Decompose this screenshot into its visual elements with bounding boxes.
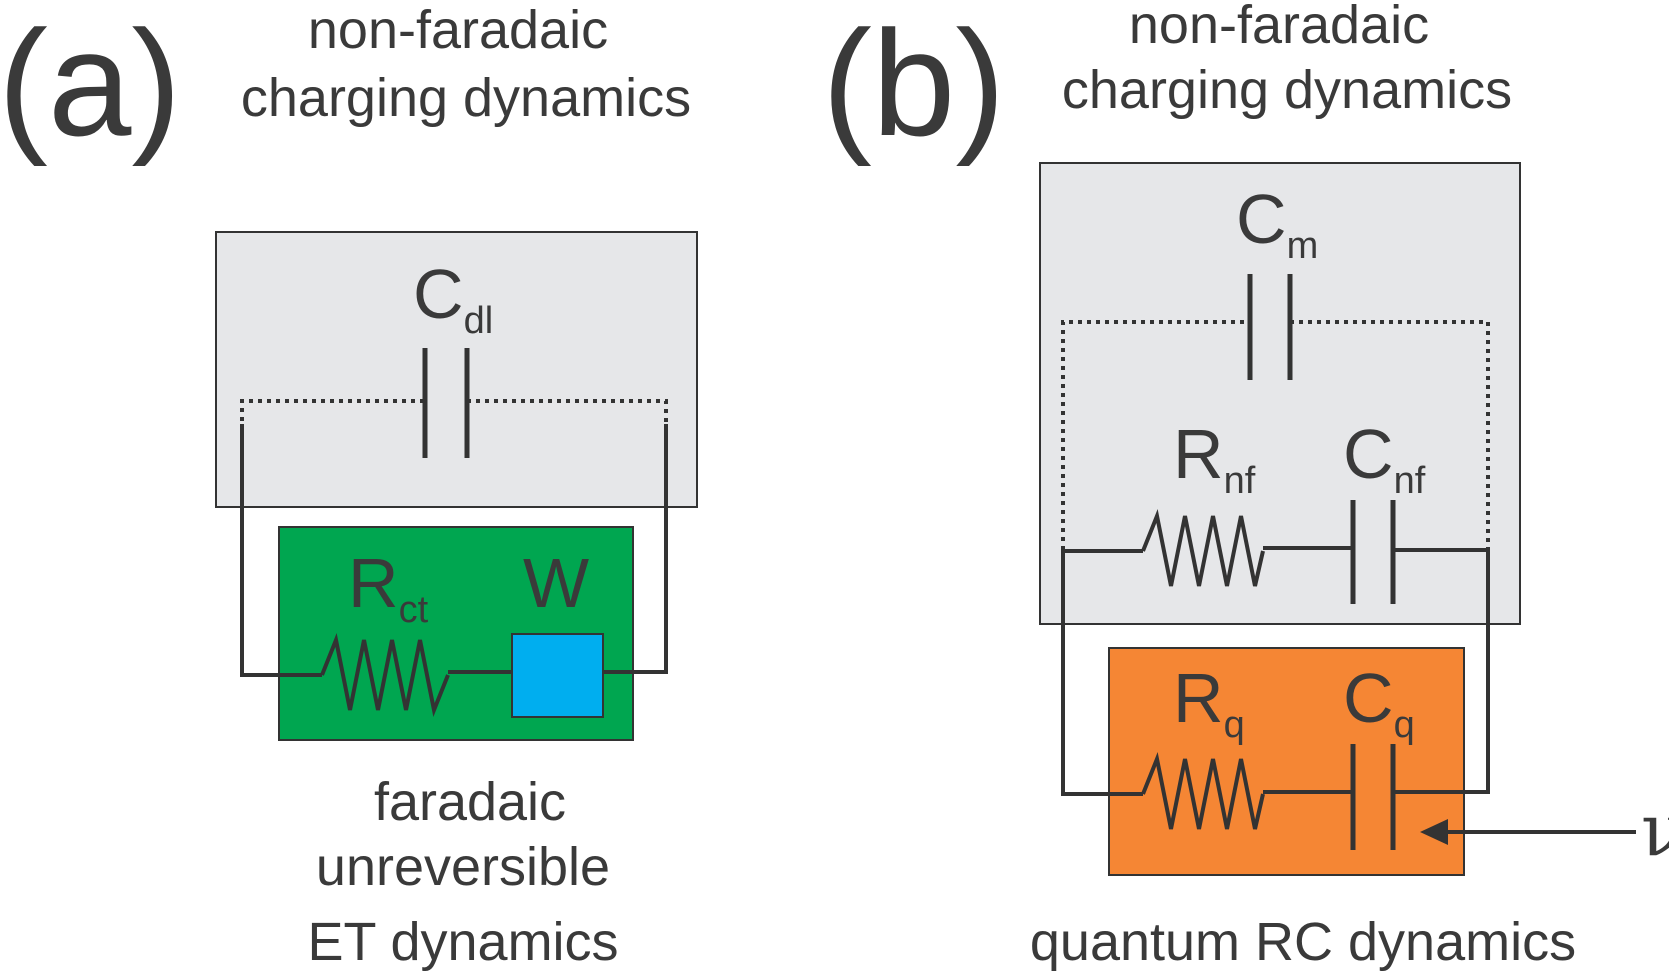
cm-label: Cm (1236, 180, 1318, 267)
faradaic-wire-left (240, 424, 322, 677)
rq-label: Rq (1173, 659, 1245, 746)
quantum-rc-box (1108, 647, 1465, 876)
cq-label: Cq (1343, 659, 1415, 746)
frequency-arrow-head (1420, 819, 1448, 845)
cq-label-main: C (1343, 659, 1394, 737)
faradaic-wire-right (603, 424, 668, 674)
cm-label-main: C (1236, 180, 1287, 258)
rnf-label: Rnf (1173, 415, 1256, 502)
rq-resistor (1141, 752, 1265, 830)
panel-b: (b) non-faradaic charging dynamics Cm Rn… (822, 0, 1669, 972)
panel-a-tag: (a) (0, 0, 181, 167)
panel-b-bottom-caption: quantum RC dynamics (1030, 912, 1576, 972)
rct-label-sub: ct (399, 589, 429, 631)
rnf-label-main: R (1173, 415, 1224, 493)
cq-label-sub: q (1394, 704, 1415, 746)
cdl-label-sub: dl (464, 300, 494, 342)
cm-dotted-wire-left (1061, 320, 1250, 550)
panel-a-bottom-caption-line2: unreversible (316, 837, 610, 897)
nu-symbol: ν (1641, 788, 1669, 872)
cnf-label: Cnf (1343, 415, 1426, 502)
rct-resistor (320, 633, 450, 717)
panel-a-top-caption-line2: charging dynamics (241, 68, 691, 128)
panel-b-top-caption-line1: non-faradaic (1129, 0, 1429, 55)
rq-label-main: R (1173, 659, 1224, 737)
rq-label-sub: q (1224, 704, 1245, 746)
panel-a: (a) non-faradaic charging dynamics Cdl R… (0, 0, 698, 972)
cdl-dotted-wire-left (240, 399, 425, 430)
quantum-wire-right (1393, 548, 1490, 794)
cdl-label-main: C (413, 255, 464, 333)
cm-dotted-wire-right (1290, 320, 1490, 550)
rct-label-main: R (348, 544, 399, 622)
panel-a-bottom-caption-line1: faradaic (374, 772, 566, 832)
w-label: W (523, 544, 589, 622)
warburg-element (511, 633, 604, 718)
rnf-resistor (1141, 509, 1265, 587)
cm-label-sub: m (1287, 225, 1319, 267)
rnf-label-sub: nf (1224, 460, 1256, 502)
cnf-label-sub: nf (1394, 460, 1426, 502)
nonfaradaic-box-a (215, 231, 698, 508)
rct-label: Rct (348, 544, 429, 631)
panel-a-bottom-caption-line3: ET dynamics (307, 912, 618, 972)
panel-a-top-caption-line1: non-faradaic (308, 0, 608, 60)
panel-b-top-caption-line2: charging dynamics (1062, 60, 1512, 120)
cdl-label: Cdl (413, 255, 493, 342)
cdl-dotted-wire-right (467, 399, 668, 430)
panel-b-tag: (b) (822, 0, 1005, 167)
quantum-wire-left (1061, 548, 1143, 796)
cnf-label-main: C (1343, 415, 1394, 493)
